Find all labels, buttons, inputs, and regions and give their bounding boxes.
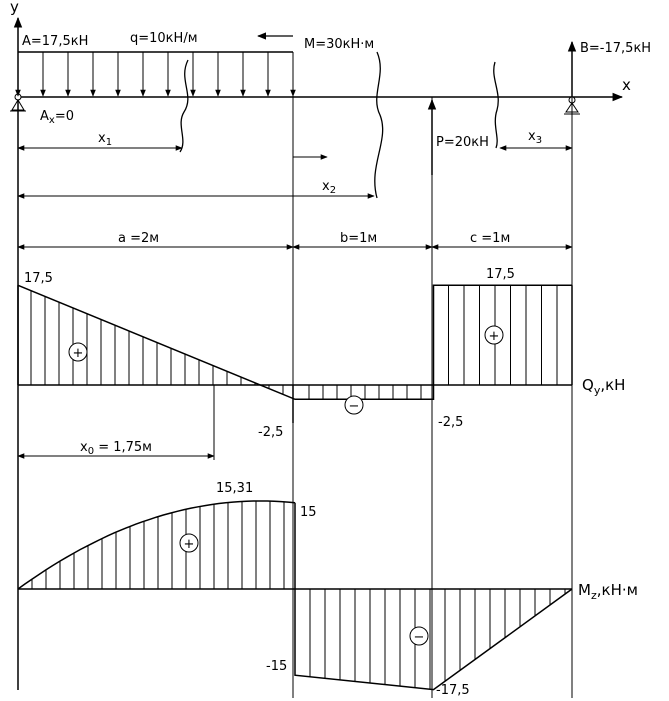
moment-outline <box>17 500 573 691</box>
cut-2 <box>374 51 384 199</box>
moment-val-neg175: -17,5 <box>436 683 470 698</box>
beam-scheme: y x B=-17,5кН A=17,5кН Ax=0 q=10кН/м <box>10 0 651 690</box>
svg-text:+: + <box>73 346 84 361</box>
svg-text:+: + <box>184 537 195 552</box>
shear-val-mid-left: -2,5 <box>258 425 283 440</box>
moment-axis-title: Mz,кН·м <box>578 581 638 602</box>
shear-minus-sign: − <box>344 395 364 415</box>
shear-diagram: Qy,кН 17,5 -2,5 -2,5 17,5 + − + x0 = 1,7… <box>17 267 625 460</box>
ax-label: Ax=0 <box>40 109 74 126</box>
moment-label: M=30кН·м <box>304 37 374 52</box>
x3-label: x3 <box>528 129 542 146</box>
shear-val-mid-right: -2,5 <box>438 415 463 430</box>
cut-3 <box>493 61 499 149</box>
x-axis-label: x <box>622 76 631 94</box>
moment-minus-sign: − <box>409 626 429 646</box>
shear-val-start: 17,5 <box>24 271 53 286</box>
shear-plus-sign-right: + <box>484 325 504 345</box>
moment-diagram: Mz,кН·м 15,31 15 -15 -17,5 + − <box>17 481 638 698</box>
moment-val-15: 15 <box>300 505 317 520</box>
span-c-label: c =1м <box>470 231 510 246</box>
moment-val-peak: 15,31 <box>216 481 253 496</box>
force-p-label: P=20кН <box>436 135 489 150</box>
shear-val-right: 17,5 <box>486 267 515 282</box>
shear-outline <box>17 284 573 401</box>
distributed-load <box>15 51 296 97</box>
svg-text:+: + <box>489 329 500 344</box>
span-b-label: b=1м <box>340 231 377 246</box>
x1-label: x1 <box>98 131 112 148</box>
shear-plus-sign-left: + <box>68 342 88 362</box>
q-label: q=10кН/м <box>130 31 198 46</box>
y-axis-label: y <box>10 0 19 16</box>
moment-hatching <box>31 500 566 690</box>
x2-label: x2 <box>322 179 336 196</box>
moment-val-neg15: -15 <box>266 659 287 674</box>
svg-text:−: − <box>349 399 360 414</box>
cut-1 <box>179 59 189 153</box>
reaction-a-label: A=17,5кН <box>22 34 88 49</box>
reaction-b-label: B=-17,5кН <box>580 41 651 56</box>
shear-hatching <box>30 285 558 400</box>
moment-plus-sign: + <box>179 533 199 553</box>
span-a-label: a =2м <box>118 231 159 246</box>
svg-text:−: − <box>414 630 425 645</box>
shear-axis-title: Qy,кН <box>582 376 625 397</box>
x0-label: x0 = 1,75м <box>80 440 152 457</box>
